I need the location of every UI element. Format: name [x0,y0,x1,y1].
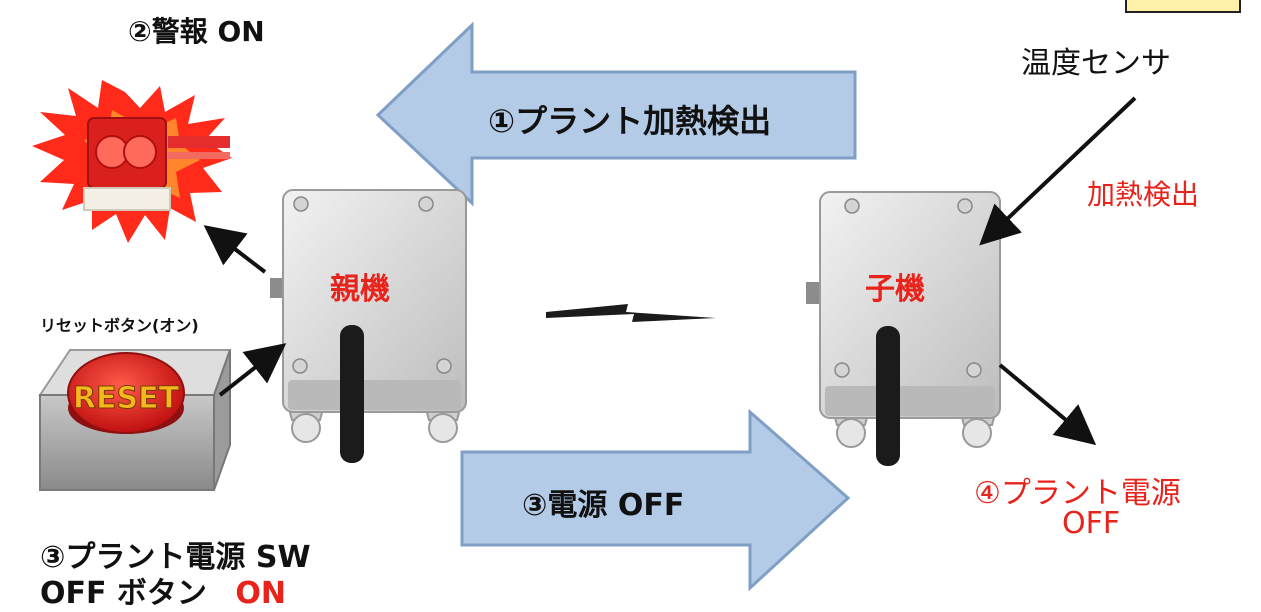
wireless-link-icon [546,304,716,322]
power-off-arrow-shape [460,408,851,592]
master-unit-device [270,189,467,443]
heating-detect-label: 加熱検出 [1087,178,1200,211]
alarm-on-label: ②警報 ON [128,15,265,48]
plant-power-sw-label: ③プラント電源 SW [40,540,311,575]
off-button-text: OFF ボタン [40,576,207,611]
legend-box [1125,0,1241,13]
sensor-label: 温度センサ [1021,46,1171,81]
detect-arrow-shape [375,21,857,207]
slave-unit-label: 子機 [865,272,925,307]
power-off-arrow-label: ③電源 OFF [522,488,685,523]
master-unit-label: 親機 [330,272,390,307]
reset-caption-label: リセットボタン(オン) [40,316,199,335]
reset-to-master-arrow [218,343,287,397]
reset-button-image: RESET [38,349,232,491]
slave-unit-device [806,191,1001,448]
detect-arrow-label: ①プラント加熱検出 [488,102,772,140]
master-to-alarm-arrow [203,225,267,274]
off-button-label: OFF ボタン ON [40,568,286,612]
plant-power-4-off-label: OFF [1062,506,1121,541]
slave-antenna [876,326,900,466]
alarm-beacon-icon [32,80,232,243]
slave-to-power-arrow [998,363,1097,446]
reset-button-text: RESET [73,381,180,416]
off-button-on-text: ON [235,576,287,611]
sensor-to-slave-arrow [979,96,1137,246]
master-antenna [340,325,364,463]
plant-power-4-label: ④プラント電源 [974,476,1181,511]
